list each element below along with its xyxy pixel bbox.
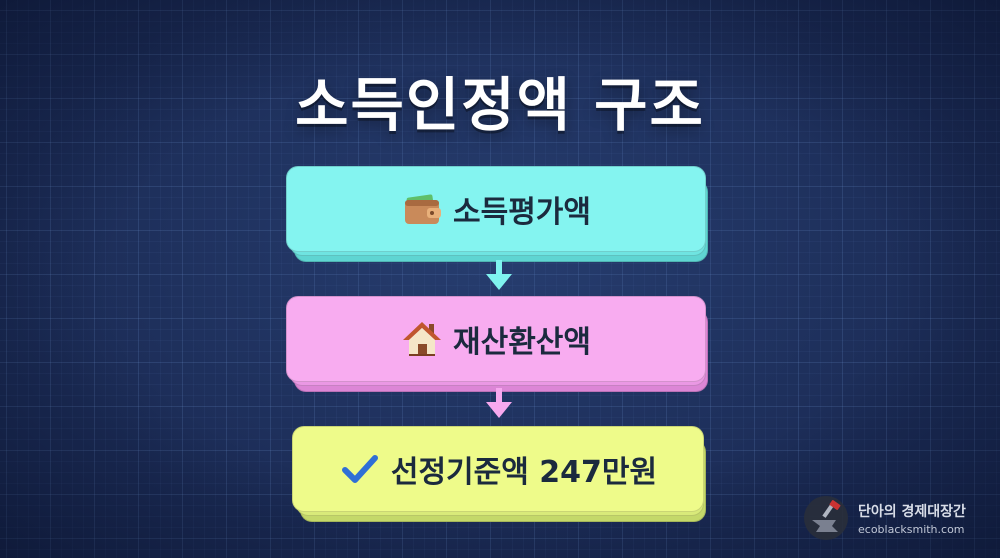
arrow-down-icon xyxy=(486,388,512,418)
step-label-threshold: 선정기준액 247만원 xyxy=(390,455,658,490)
step-label-property: 재산환산액 xyxy=(453,325,591,360)
step-card-income: 소득평가액 xyxy=(286,166,710,262)
step-card-threshold: 선정기준액 247만원 xyxy=(292,426,708,522)
watermark-url: ecoblacksmith.com xyxy=(858,522,965,536)
house-icon xyxy=(401,318,443,360)
watermark: 단아의 경제대장간 ecoblacksmith.com xyxy=(802,490,982,546)
page-title: 소득인정액 구조 xyxy=(295,71,705,139)
step-card-property: 재산환산액 xyxy=(286,296,710,392)
watermark-name: 단아의 경제대장간 xyxy=(858,503,966,520)
check-icon xyxy=(339,448,381,490)
step-label-income: 소득평가액 xyxy=(453,195,591,230)
arrow-down-icon xyxy=(486,260,512,290)
anvil-logo-icon xyxy=(804,496,848,540)
wallet-icon xyxy=(401,188,443,230)
